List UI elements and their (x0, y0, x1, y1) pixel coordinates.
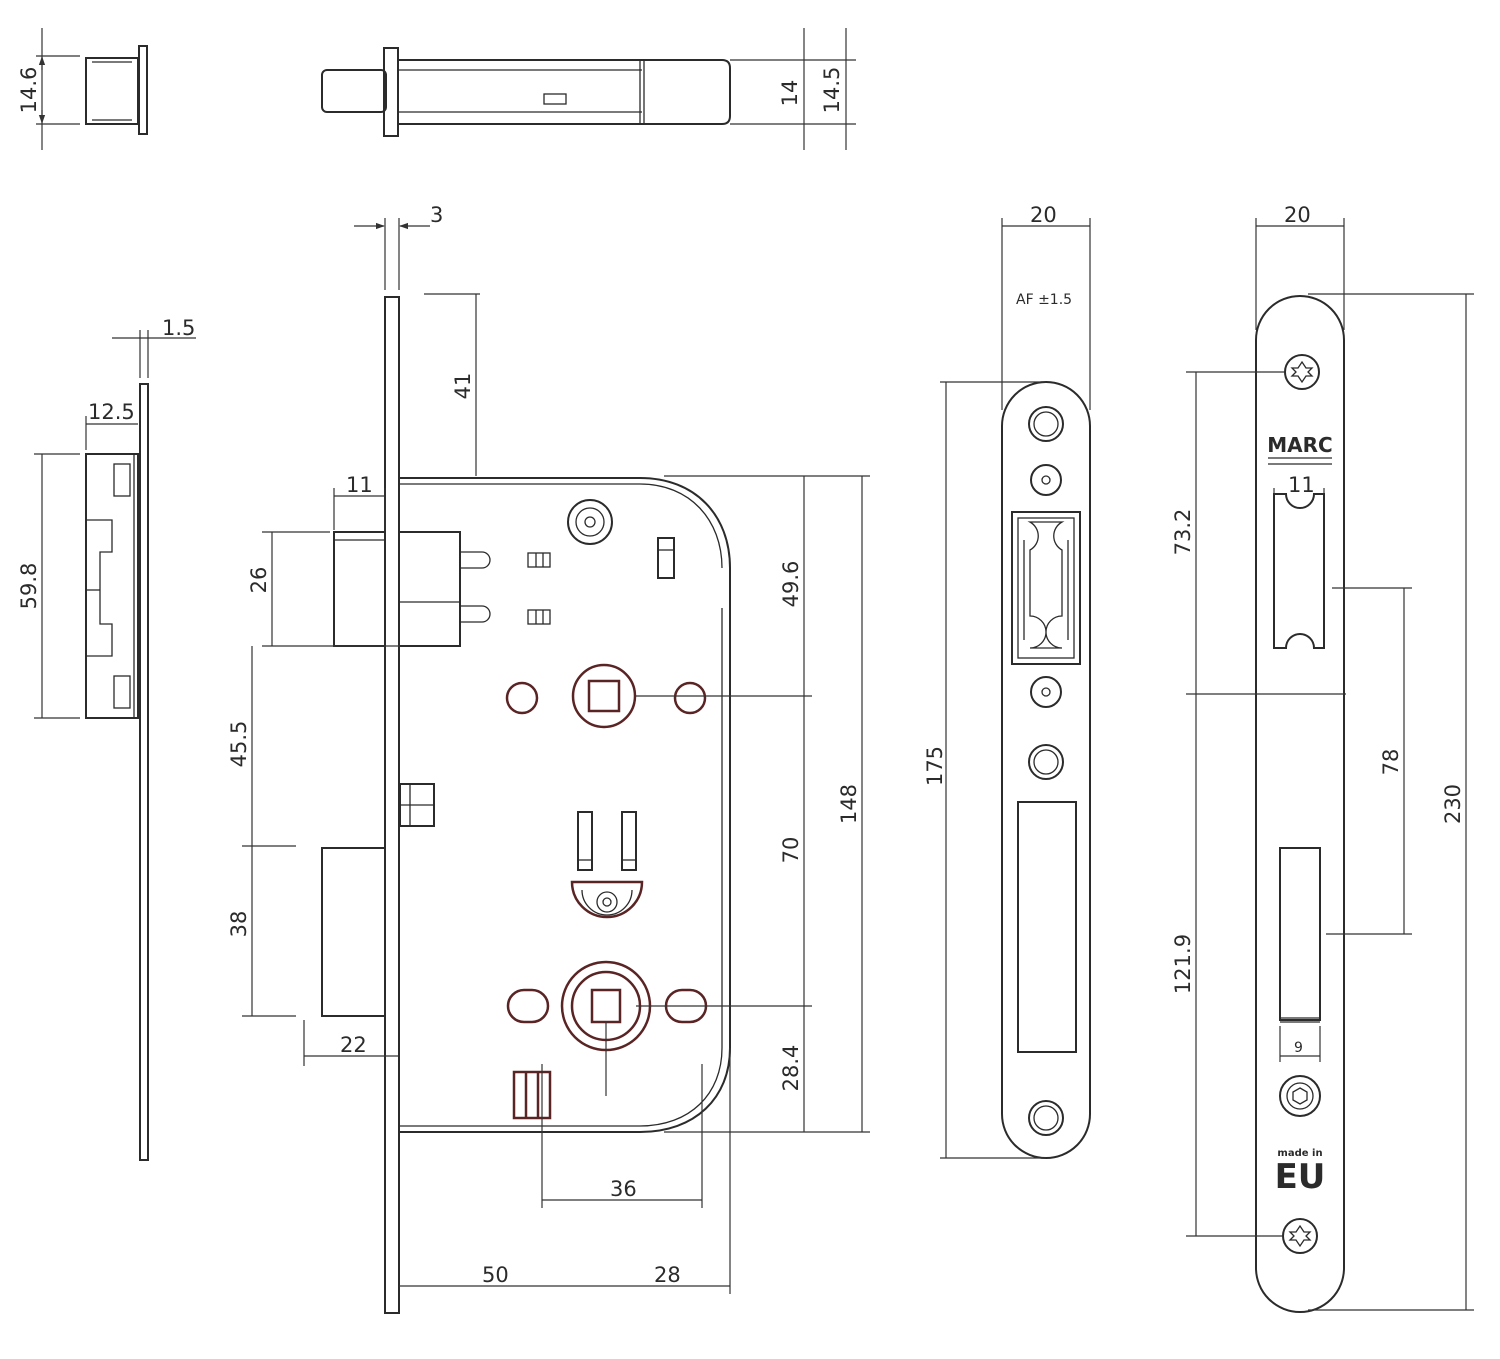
dim-latch-window-width: 11 (1288, 473, 1315, 497)
dim-backset: 50 (482, 1263, 509, 1287)
dim-bolt-height-inner: 14 (778, 80, 802, 107)
dim-bolt-window-width: 9 (1294, 1040, 1303, 1056)
lock-body-front-view (321, 296, 731, 1314)
dim-follower-to-screw: 121.9 (1171, 934, 1195, 994)
dim-forend-thickness: 3 (430, 203, 443, 227)
dim-faceplate-thickness: 1.5 (162, 316, 195, 340)
dim-bolt-height-outer: 14.5 (820, 67, 844, 114)
forend-logo: MARC (1267, 433, 1332, 457)
dim-latch-projection: 11 (346, 473, 373, 497)
dim-strike-width: 20 (1030, 203, 1057, 227)
dim-side-latch-depth: 12.5 (88, 400, 135, 424)
dim-gap-latch-bolt: 45.5 (227, 721, 251, 768)
strike-plate: 20 AF ±1.5 175 (923, 203, 1091, 1159)
dim-bolt-height: 38 (227, 911, 251, 938)
dim-overall-length: 230 (1441, 784, 1465, 824)
dim-forend-width: 20 (1284, 203, 1311, 227)
dim-bottom-spacing: 28.4 (779, 1045, 803, 1092)
latch-end-view: 14.6 (17, 28, 148, 150)
lock-side-view: 1.5 12.5 59.8 (17, 316, 196, 1161)
strike-note: AF ±1.5 (1016, 292, 1072, 308)
made-in-label: made in (1277, 1148, 1322, 1159)
origin-label: EU (1275, 1157, 1326, 1197)
dim-lower-spacing: 36 (610, 1177, 637, 1201)
dim-case-height: 148 (837, 784, 861, 824)
dim-follower-to-bolt: 78 (1379, 749, 1403, 776)
dim-strike-length: 175 (923, 746, 947, 786)
dim-top-to-follower: 73.2 (1171, 509, 1195, 556)
dim-upper-spacing: 49.6 (779, 561, 803, 608)
dim-top-offset: 41 (451, 373, 475, 400)
dim-bolt-projection: 22 (340, 1033, 367, 1057)
dim-latch-height: 26 (247, 567, 271, 594)
lock-body-dimensions: 3 41 11 26 45.5 38 22 49.6 70 (227, 203, 870, 1294)
dim-case-depth-rest: 28 (654, 1263, 681, 1287)
dim-follower-spacing: 70 (779, 837, 803, 864)
dim-side-latch-height: 59.8 (17, 563, 41, 610)
forend-plate: MARC 11 9 made in EU 20 73.2 121.9 (1171, 203, 1474, 1313)
bolt-side-view: 14 14.5 (321, 28, 856, 150)
dim-latch-height-top: 14.6 (17, 67, 41, 114)
